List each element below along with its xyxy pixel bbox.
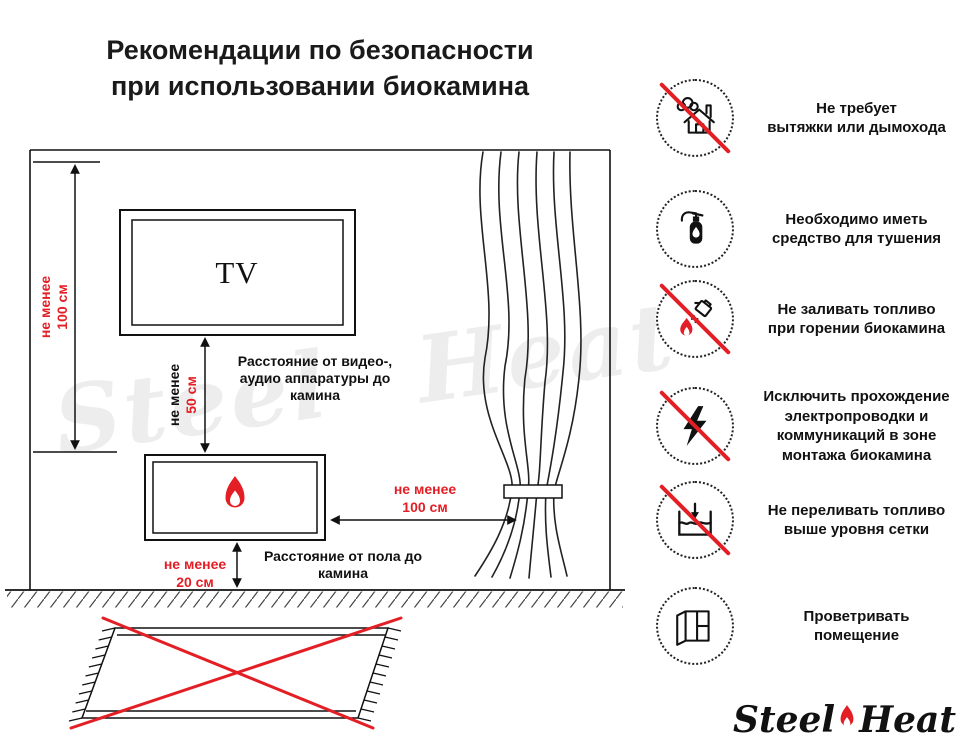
curtain — [474, 151, 582, 579]
tv-caption-line1: Расстояние от видео-, — [238, 353, 392, 369]
tv: TV — [119, 209, 356, 336]
rug-prohibition-cross — [69, 616, 403, 730]
dimension-labels: не менее 100 см не менее 50 см Расстояни… — [37, 276, 456, 590]
page-title: Рекомендации по безопасности при использ… — [106, 35, 534, 102]
dim-wall-label-1: не менее — [37, 276, 53, 339]
recommendation-row-no-overfill: Не переливать топливо выше уровня сетки — [656, 481, 966, 559]
logo-heat: Heat — [859, 699, 956, 741]
room-walls — [29, 149, 611, 590]
steelheat-logo: Steel Heat — [733, 699, 956, 741]
dim-tv-label-2: 50 см — [183, 376, 199, 414]
tv-label: TV — [215, 255, 258, 290]
logo-steel: Steel — [733, 699, 836, 741]
logo-flame-icon — [840, 704, 854, 727]
dotted-circle — [656, 587, 734, 665]
tv-caption-line2: аудио аппаратуры до — [240, 370, 391, 386]
rug-fringe-right — [357, 627, 402, 722]
recommendation-label: Необходимо иметь средство для тушения — [771, 210, 942, 248]
dim-tv-label-1: не менее — [166, 364, 182, 427]
recommendation-label: Исключить прохождение электропроводки и … — [763, 388, 950, 464]
floor-caption-line2: камина — [318, 565, 368, 581]
fire-extinguisher-icon — [656, 190, 734, 268]
dotted-circle — [656, 190, 734, 268]
recommendation-label: Не заливать топливо при горении биокамин… — [767, 300, 946, 338]
lightning-bolt-icon — [656, 387, 734, 465]
dim-floor-label-1: не менее — [164, 556, 227, 572]
fuel-level-tank-icon — [656, 481, 734, 559]
dim-wall-label-2: 100 см — [54, 284, 70, 329]
recommendation-label: Не переливать топливо выше уровня сетки — [767, 501, 946, 539]
rug — [68, 627, 402, 722]
recommendation-label: Не требует вытяжки или дымохода — [767, 99, 946, 137]
recommendation-row-no-refuel: Не заливать топливо при горении биокамин… — [656, 280, 966, 358]
recommendation-row-extinguisher: Необходимо иметь средство для тушения — [656, 190, 966, 268]
fireplace-flame-icon — [225, 476, 245, 508]
fireplace — [144, 454, 326, 541]
floor-caption-line1: Расстояние от пола до — [264, 548, 422, 564]
safety-diagram: TV не менее 100 см не менее 50 см Рассто… — [5, 149, 625, 730]
dimension-arrows — [33, 161, 517, 588]
recommendation-row-ventilate: Проветривать помещение — [656, 587, 966, 665]
dim-curtain-label-1: не менее — [394, 481, 457, 497]
recommendation-row-no-chimney: Не требует вытяжки или дымохода — [656, 79, 966, 157]
rug-fringe-left — [68, 627, 116, 722]
no-refuel-while-burning-icon — [656, 280, 734, 358]
open-window-icon — [656, 587, 734, 665]
dim-floor-label-2: 20 см — [176, 574, 214, 590]
tv-caption-line3: камина — [290, 387, 340, 403]
recommendation-row-no-wiring: Исключить прохождение электропроводки и … — [656, 387, 966, 465]
dim-curtain-label-2: 100 см — [402, 499, 447, 515]
floor — [5, 589, 625, 608]
no-chimney-icon — [656, 79, 734, 157]
recommendation-label: Проветривать помещение — [803, 607, 910, 645]
